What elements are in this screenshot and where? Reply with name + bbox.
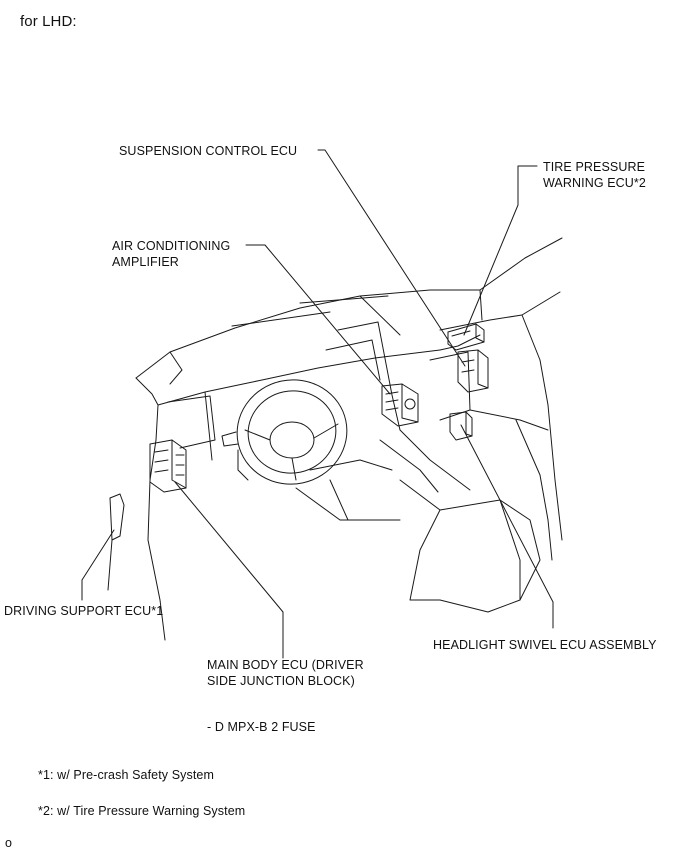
label-suspension-control-ecu: SUSPENSION CONTROL ECU [119, 144, 298, 158]
center-console [295, 321, 541, 613]
label-aircon-line2: AMPLIFIER [112, 255, 179, 269]
label-driving-support-ecu: DRIVING SUPPORT ECU*1 [4, 604, 164, 618]
leader-suspension [317, 149, 466, 367]
leader-lines [81, 149, 554, 659]
leader-driving-support [81, 529, 115, 601]
footnote-2: *2: w/ Tire Pressure Warning System [38, 804, 246, 818]
label-headlight-swivel-ecu: HEADLIGHT SWIVEL ECU ASSEMBLY [433, 638, 657, 652]
leader-main-body [174, 481, 284, 659]
footnote-1: *1: w/ Pre-crash Safety System [38, 768, 214, 782]
label-aircon-line1: AIR CONDITIONING [112, 239, 231, 253]
label-tire-pressure-line1: TIRE PRESSURE [543, 160, 646, 174]
tire-pressure-ecu-icon [447, 323, 485, 351]
aircon-amplifier-icon [381, 383, 419, 427]
main-body-ecu-icon [149, 439, 187, 493]
corner-mark: o [5, 836, 13, 850]
label-tire-pressure-line2: WARNING ECU*2 [543, 176, 646, 190]
leader-headlight [460, 424, 554, 629]
leader-aircon [245, 244, 391, 395]
dashboard-outline [135, 237, 563, 561]
page-title: for LHD: [20, 13, 77, 30]
steering-wheel [221, 379, 348, 485]
label-main-body-line1: MAIN BODY ECU (DRIVER [207, 658, 364, 672]
suspension-ecu-icon [457, 349, 489, 393]
fuse-note: - D MPX-B 2 FUSE [207, 720, 316, 734]
leader-tire-pressure [463, 165, 538, 336]
label-main-body-line2: SIDE JUNCTION BLOCK) [207, 674, 355, 688]
